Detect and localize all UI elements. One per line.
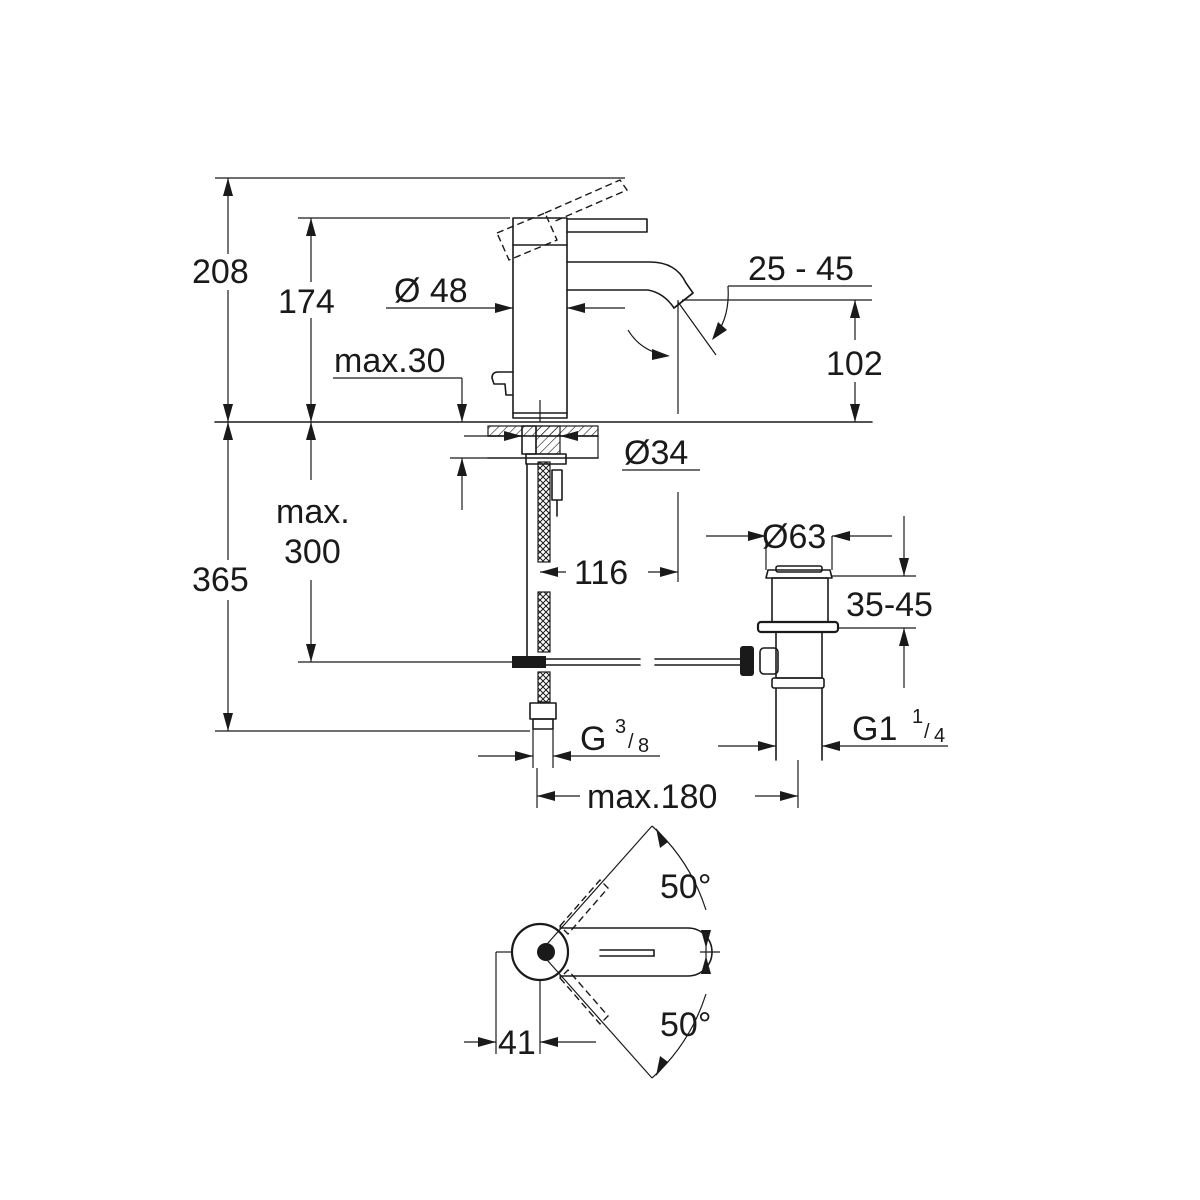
dim-supply-thread-base: G [580, 720, 606, 758]
dim-max-reach: max.180 [587, 778, 717, 816]
dim-below-deck: 365 [192, 561, 249, 599]
dim-deck-thickness: max.30 [334, 342, 446, 380]
dim-angle-upper: 50° [660, 868, 711, 906]
lever-raised-outline [496, 179, 629, 261]
dim-hose-length-line2: 300 [284, 533, 341, 571]
dim-spout-height: 102 [826, 345, 883, 383]
dim-waste-range: 35-45 [846, 586, 933, 624]
dim-waste-thread-num: 1 [912, 706, 923, 728]
lever-top [559, 927, 713, 977]
dim-body-height: 174 [278, 283, 335, 321]
dim-spout-reach: 116 [574, 554, 628, 592]
dim-angle-lower: 50° [660, 1006, 711, 1044]
dim-waste-diameter: Ø63 [762, 518, 826, 556]
dim-supply-thread-num: 3 [615, 716, 626, 738]
lever-handle [566, 218, 648, 233]
dim-hole-diameter: Ø34 [624, 434, 688, 472]
cartridge-dot [537, 943, 555, 961]
dim-waste-thread-den: 4 [934, 725, 945, 747]
dim-supply-thread-den: 8 [638, 735, 649, 757]
pop-up-rod [491, 371, 514, 396]
dim-total-height: 208 [192, 253, 249, 291]
dimensions-side: 208 174 Ø 48 25 - 45 102 [192, 177, 948, 816]
faucet-body [512, 217, 568, 419]
dim-supply-thread-fraction-slash: / [628, 731, 634, 753]
dim-hose-length-line1: max. [276, 493, 350, 531]
dim-waste-thread-fraction-slash: / [924, 721, 930, 743]
supply-hoses [526, 461, 563, 730]
spout [566, 261, 694, 309]
dim-waste-thread-base: G1 [852, 710, 897, 748]
dim-offset: 41 [498, 1024, 536, 1062]
faucet-top-view: 50° 50° 41 [464, 825, 720, 1079]
linkage-rod [512, 656, 746, 668]
dim-spout-angle: 25 - 45 [748, 250, 854, 288]
dim-body-diameter: Ø 48 [394, 272, 468, 310]
pop-up-waste [740, 565, 840, 761]
